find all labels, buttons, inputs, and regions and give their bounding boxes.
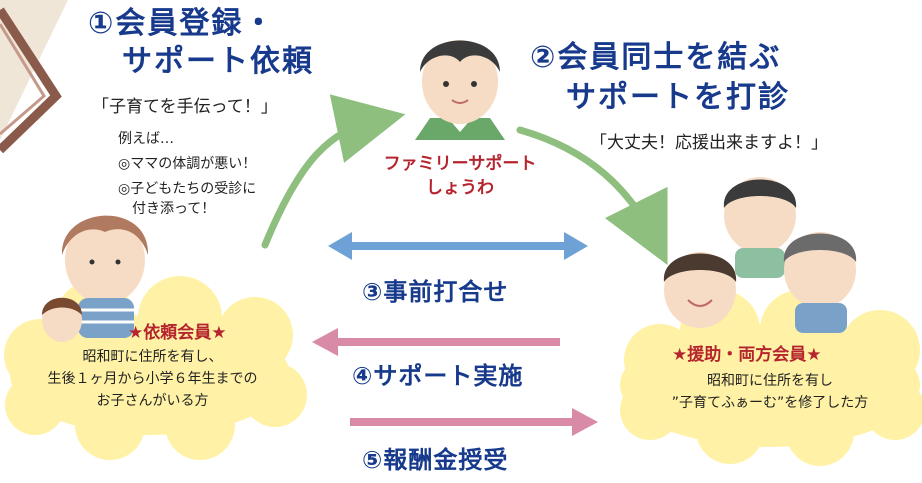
example-item-2: ◎子どもたちの受診に <box>118 181 257 197</box>
left-member-desc-1: 昭和町に住所を有し、 <box>82 349 223 365</box>
right-member-desc-1: 昭和町に住所を有し <box>707 373 833 389</box>
arrow-step4 <box>312 328 560 356</box>
right-member-desc-2: ”子育てふぁーむ”を修了した方 <box>671 395 869 411</box>
helper-group-illustration <box>663 177 857 333</box>
step1-quote: 「子育てを手伝って！」 <box>92 97 278 117</box>
step2-title-line1: ②会員同士を結ぶ <box>530 40 782 75</box>
step2-quote: 「大丈夫！応援出来ますよ！」 <box>590 133 828 153</box>
right-cloud <box>620 290 922 466</box>
center-label: ファミリーサポート しょうわ <box>360 152 560 200</box>
arrow-step5 <box>350 408 598 436</box>
left-member-title: ★依頼会員★ <box>128 323 227 343</box>
step4-label: ④サポート実施 <box>352 362 524 390</box>
mother-child-illustration <box>42 215 149 342</box>
left-cloud <box>4 276 307 460</box>
examples-heading: 例えば… <box>118 131 174 147</box>
example-item-1: ◎ママの体調が悪い！ <box>118 156 257 172</box>
center-label-line2: しょうわ <box>426 178 494 198</box>
step1-title-line2: サポート依頼 <box>122 44 314 79</box>
frame-corner-decoration <box>0 0 68 154</box>
right-member-title: ★援助・両方会員★ <box>672 345 822 365</box>
step5-label: ⑤報酬金授受 <box>362 446 509 474</box>
left-member-description: 昭和町に住所を有し、 生後１ヶ月から小学６年生までの お子さんがいる方 <box>10 346 295 412</box>
step1-title-line1: ①会員登録・ <box>88 6 276 41</box>
center-label-line1: ファミリーサポート <box>383 154 537 174</box>
example-item-2-cont: 付き添って！ <box>132 201 216 217</box>
coordinator-illustration <box>415 40 505 140</box>
arrow-step1 <box>261 94 406 249</box>
arrow-step3 <box>328 232 588 260</box>
step2-title-line2: サポートを打診 <box>566 80 790 115</box>
left-member-desc-3: お子さんがいる方 <box>96 393 209 409</box>
step3-label: ③事前打合せ <box>362 278 509 306</box>
left-member-desc-2: 生後１ヶ月から小学６年生までの <box>47 371 258 387</box>
right-member-description: 昭和町に住所を有し ”子育てふぁーむ”を修了した方 <box>630 370 910 414</box>
arrow-step2 <box>516 126 668 266</box>
